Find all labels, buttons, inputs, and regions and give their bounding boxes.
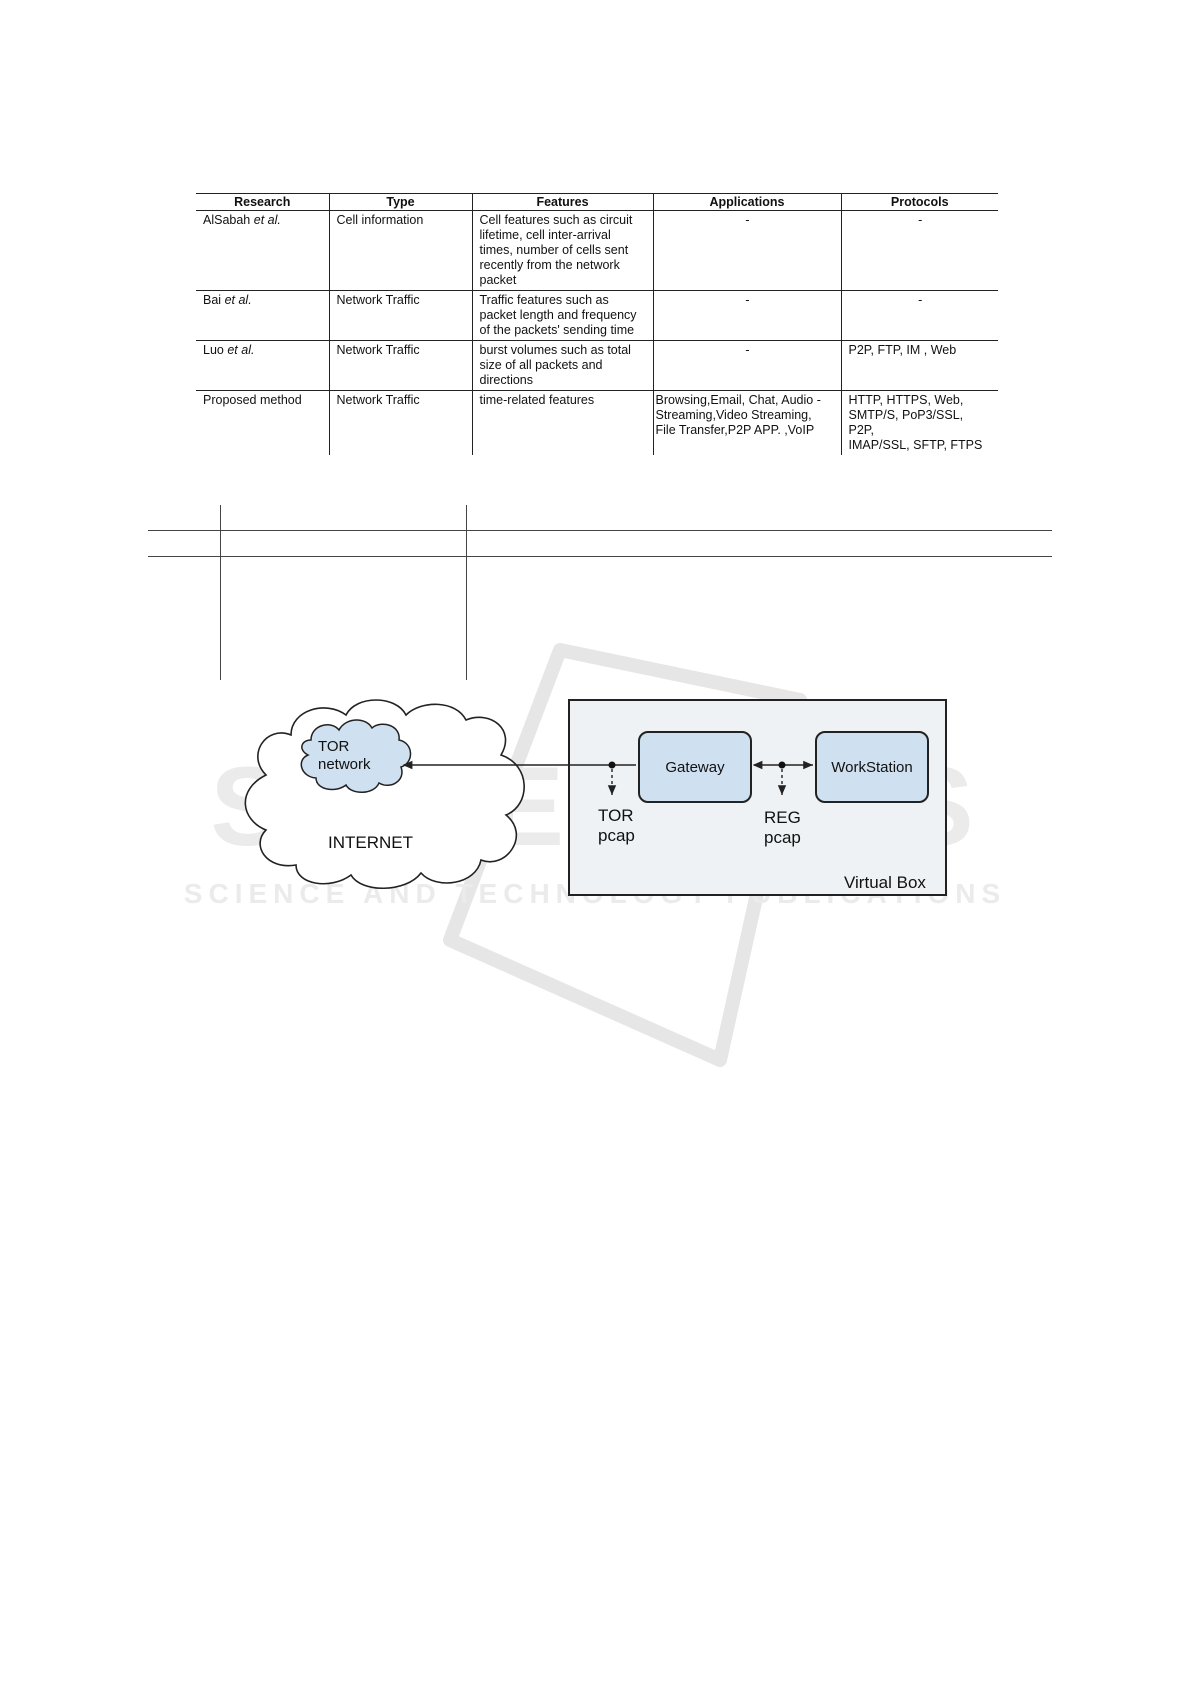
table-header-row: Research Type Features Applications Prot… bbox=[196, 193, 998, 211]
table-row: Luo et al. Network Traffic burst volumes… bbox=[196, 340, 998, 391]
cell-features: time-related features bbox=[471, 390, 653, 455]
table-row: AlSabah et al. Cell information Cell fea… bbox=[196, 210, 998, 291]
header-research: Research bbox=[196, 193, 329, 211]
tor-network-cloud bbox=[300, 719, 412, 793]
network-setup-diagram: TOR network INTERNET TOR pcap Gateway RE… bbox=[244, 699, 947, 896]
reg-pcap-line1: REG bbox=[764, 808, 801, 827]
research-suffix: et al. bbox=[224, 293, 252, 307]
grid-line bbox=[466, 505, 467, 680]
header-applications: Applications bbox=[652, 193, 841, 211]
reg-pcap-line2: pcap bbox=[764, 828, 801, 847]
cell-type: Network Traffic bbox=[328, 290, 472, 341]
header-protocols: Protocols bbox=[840, 193, 998, 211]
table-row: Proposed method Network Traffic time-rel… bbox=[196, 390, 998, 456]
cell-protocols: - bbox=[840, 290, 998, 341]
grid-line bbox=[220, 505, 221, 680]
related-work-table: Research Type Features Applications Prot… bbox=[196, 193, 998, 455]
gateway-box bbox=[638, 731, 752, 803]
cell-type: Network Traffic bbox=[328, 340, 472, 391]
cell-protocols: - bbox=[840, 210, 998, 291]
tor-pcap-line1: TOR bbox=[598, 806, 634, 825]
cell-applications: - bbox=[652, 210, 841, 291]
cell-applications: Browsing,Email, Chat, Audio - Streaming,… bbox=[652, 390, 841, 455]
cell-research: Bai et al. bbox=[196, 290, 329, 341]
grid-line bbox=[148, 530, 1052, 531]
cell-applications: - bbox=[652, 290, 841, 341]
cell-type: Cell information bbox=[328, 210, 472, 291]
research-name: Proposed method bbox=[203, 393, 302, 407]
cell-research: Proposed method bbox=[196, 391, 329, 456]
research-name: Bai bbox=[203, 293, 222, 307]
tor-label-line1: TOR bbox=[318, 738, 350, 755]
cell-applications: - bbox=[652, 340, 841, 391]
cell-features: burst volumes such as total size of all … bbox=[471, 340, 653, 391]
cell-research: Luo et al. bbox=[196, 340, 329, 391]
cell-research: AlSabah et al. bbox=[196, 210, 329, 291]
cell-features: Cell features such as circuit lifetime, … bbox=[471, 210, 653, 291]
research-name: AlSabah bbox=[203, 213, 251, 227]
cell-protocols: P2P, FTP, IM , Web bbox=[840, 340, 998, 391]
tor-label-line2: network bbox=[318, 756, 371, 773]
tor-pcap-line2: pcap bbox=[598, 826, 635, 845]
research-suffix: et al. bbox=[227, 343, 255, 357]
virtualbox-label: Virtual Box bbox=[844, 873, 926, 892]
reg-tap-point bbox=[778, 761, 786, 769]
tor-tap-point bbox=[608, 761, 616, 769]
header-type: Type bbox=[328, 193, 472, 211]
grid-line bbox=[148, 556, 1052, 557]
cell-protocols: HTTP, HTTPS, Web, SMTP/S, PoP3/SSL, P2P,… bbox=[840, 390, 998, 455]
research-suffix: et al. bbox=[253, 213, 281, 227]
workstation-box bbox=[815, 731, 929, 803]
internet-label: INTERNET bbox=[328, 833, 413, 852]
research-name: Luo bbox=[203, 343, 224, 357]
table-row: Bai et al. Network Traffic Traffic featu… bbox=[196, 290, 998, 341]
gateway-label: Gateway bbox=[665, 759, 725, 776]
header-features: Features bbox=[471, 193, 653, 211]
workstation-label: WorkStation bbox=[831, 759, 912, 776]
cell-features: Traffic features such as packet length a… bbox=[471, 290, 653, 341]
cell-type: Network Traffic bbox=[328, 390, 472, 455]
